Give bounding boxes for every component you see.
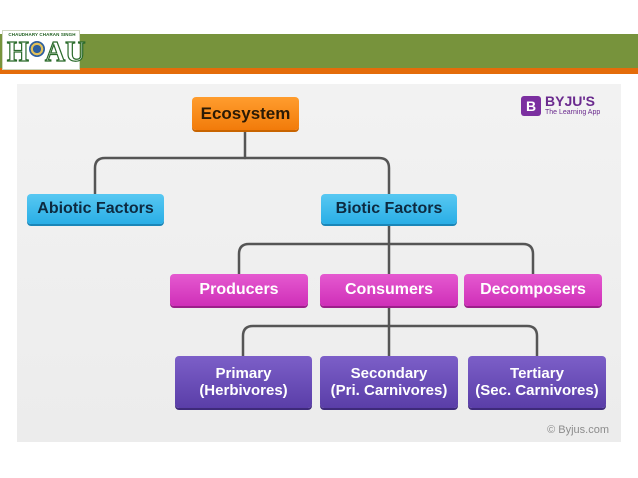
- connector-level2-bar: [237, 242, 535, 276]
- logo-letter-h: H: [6, 37, 29, 68]
- node-secondary-subtitle: (Pri. Carnivores): [330, 382, 448, 399]
- node-primary-consumers: Primary(Herbivores): [175, 356, 312, 408]
- header-band: [0, 34, 638, 68]
- university-logo: CHAUDHARY CHARAN SINGH H AU: [2, 30, 86, 70]
- seal-icon: [29, 41, 45, 57]
- node-secondary-consumers: Secondary(Pri. Carnivores): [320, 356, 458, 408]
- byjus-brand: B BYJU'S The Learning App: [521, 94, 600, 117]
- brand-name: BYJU'S: [545, 93, 596, 109]
- node-ecosystem: Ecosystem: [192, 97, 299, 130]
- node-primary-title: Primary: [215, 364, 272, 382]
- copyright-text: © Byjus.com: [547, 424, 609, 436]
- node-decomposers: Decomposers: [464, 274, 602, 306]
- node-consumers: Consumers: [320, 274, 458, 306]
- brand-tagline: The Learning App: [545, 109, 601, 116]
- node-secondary-title: Secondary: [350, 364, 428, 382]
- node-tertiary-subtitle: (Sec. Carnivores): [475, 382, 599, 399]
- node-tertiary-consumers: Tertiary(Sec. Carnivores): [468, 356, 606, 408]
- node-primary-subtitle: (Herbivores): [199, 382, 288, 399]
- node-producers: Producers: [170, 274, 308, 306]
- byjus-logo-icon: B: [521, 95, 541, 116]
- node-tertiary-title: Tertiary: [510, 364, 564, 382]
- header-accent-stripe: [0, 68, 638, 74]
- ecosystem-diagram: B BYJU'S The Learning App Ecosystem Abio…: [17, 84, 621, 442]
- node-abiotic-factors: Abiotic Factors: [27, 194, 164, 224]
- connector-level1: [93, 156, 391, 196]
- connector-lines: [93, 128, 539, 358]
- logo-caption: CHAUDHARY CHARAN SINGH: [8, 32, 76, 37]
- logo-letters-au: AU: [44, 37, 86, 68]
- node-biotic-factors: Biotic Factors: [321, 194, 457, 224]
